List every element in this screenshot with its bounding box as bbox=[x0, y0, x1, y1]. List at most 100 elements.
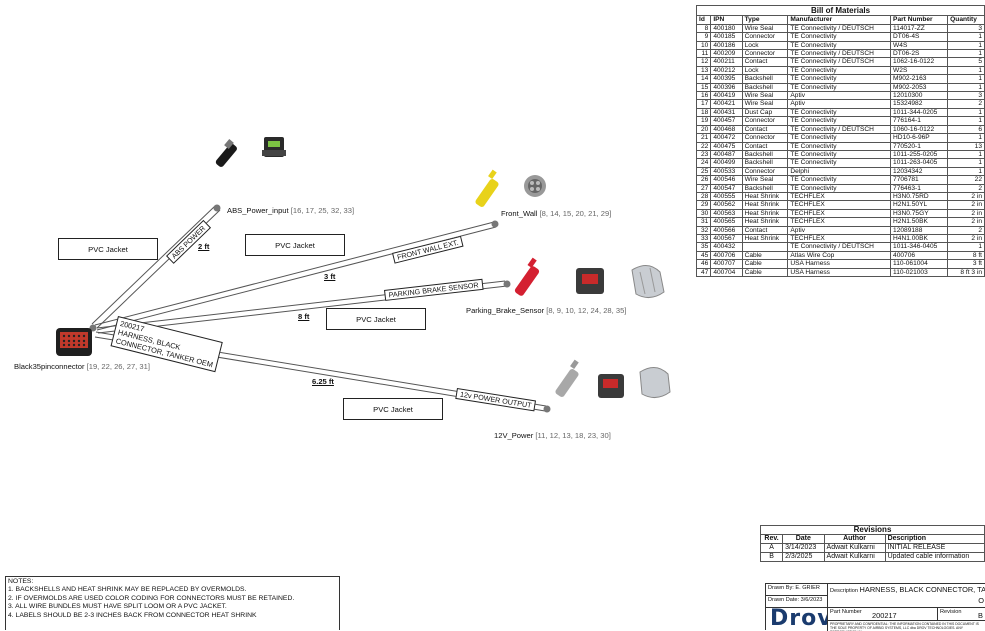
bom-cell: TECHFLEX bbox=[787, 233, 892, 244]
bom-cell: 400421 bbox=[710, 99, 743, 109]
bom-cell: Connector bbox=[741, 49, 789, 59]
bom-cell: 1 bbox=[947, 158, 985, 168]
bom-cell: TE Connectivity bbox=[787, 65, 892, 76]
bom-cell: Cable bbox=[741, 259, 789, 269]
bill-of-materials: Bill of Materials Id IPN Type Manufactur… bbox=[695, 4, 985, 278]
bom-cell: 400704 bbox=[710, 267, 743, 278]
bom-cell: 400212 bbox=[710, 65, 743, 76]
bom-cell: 8 ft 3 in bbox=[947, 267, 985, 278]
bom-cell: Contact bbox=[741, 124, 789, 135]
bom-cell: 1011-255-0205 bbox=[890, 149, 949, 160]
bom-cell: TECHFLEX bbox=[787, 200, 892, 210]
bom-cell: 9 bbox=[695, 32, 712, 42]
bom-cell: M902-2163 bbox=[890, 74, 949, 84]
bom-cell: 10 bbox=[695, 40, 712, 51]
bom-cell: W4S bbox=[890, 40, 949, 51]
bom-cell: Backshell bbox=[741, 149, 789, 160]
bom-cell: 12089188 bbox=[890, 225, 949, 235]
bom-cell: Connector bbox=[741, 166, 789, 177]
bom-cell: 30 bbox=[695, 208, 712, 219]
bom-cell: 2 bbox=[947, 99, 985, 109]
bom-cell: 8 ft bbox=[947, 250, 985, 261]
bom-cell: 25 bbox=[695, 166, 712, 177]
bom-cell: 2 bbox=[947, 183, 985, 193]
bom-header-cell: Id bbox=[695, 15, 712, 25]
bom-cell: 1 bbox=[947, 149, 985, 160]
bom-cell: 110-021003 bbox=[890, 267, 949, 278]
revision-cell: 3/14/2023 bbox=[782, 543, 825, 553]
bom-header-cell: Quantity bbox=[947, 15, 985, 25]
bom-cell: 12034342 bbox=[890, 166, 949, 177]
bom-cell: USA Harness bbox=[787, 267, 892, 278]
bom-cell: 2 in bbox=[947, 233, 985, 244]
bom-cell: TE Connectivity / DEUTSCH bbox=[787, 242, 892, 252]
bom-cell: 1 bbox=[947, 242, 985, 252]
pvc-jacket-box: PVC Jacket bbox=[326, 308, 426, 330]
description-value: HARNESS, BLACK CONNECTOR, TANK bbox=[859, 585, 985, 594]
bom-cell: 35 bbox=[695, 242, 712, 252]
bom-cell: 2 in bbox=[947, 191, 985, 202]
revision-cell: Adwait Kulkarni bbox=[823, 543, 886, 553]
connector-name: Black35pinconnector bbox=[14, 362, 85, 371]
bom-cell: TE Connectivity bbox=[787, 40, 892, 51]
revision-cell: A bbox=[759, 543, 784, 553]
bom-cell: TE Connectivity bbox=[787, 82, 892, 93]
bom-cell: 400475 bbox=[710, 141, 743, 151]
bom-cell: Aptiv bbox=[787, 91, 892, 101]
note-item: 2. IF OVERMOLDS ARE USED COLOR CODING FO… bbox=[8, 594, 295, 602]
part-number-value: 200217 bbox=[872, 611, 897, 620]
bom-cell: 19 bbox=[695, 116, 712, 126]
bom-cell: TECHFLEX bbox=[787, 191, 892, 202]
bom-header-cell: Type bbox=[741, 15, 789, 25]
bom-cell: TECHFLEX bbox=[787, 208, 892, 219]
revisions-header-cell: Rev. bbox=[759, 534, 784, 544]
bom-cell: TE Connectivity bbox=[787, 158, 892, 168]
connector-pins: [19, 22, 26, 27, 31] bbox=[86, 362, 150, 371]
bom-cell: 400468 bbox=[710, 124, 743, 135]
bom-cell: Backshell bbox=[741, 82, 789, 93]
bom-cell: H2N1.50YL bbox=[890, 200, 949, 210]
drawn-date: Drawn Date: 3/6/2023 bbox=[766, 596, 828, 608]
connector-name: ABS_Power_input bbox=[227, 206, 289, 215]
bom-cell: 16 bbox=[695, 91, 712, 101]
bom-cell: Wire Seal bbox=[741, 175, 789, 185]
bom-cell: 400567 bbox=[710, 233, 743, 244]
bom-cell: 5 bbox=[947, 57, 985, 67]
bom-cell: DT06-2S bbox=[890, 49, 949, 59]
bom-cell: Heat Shrink bbox=[741, 200, 789, 210]
distance-label: 8 ft bbox=[298, 312, 310, 321]
bom-cell: Backshell bbox=[741, 74, 789, 84]
revisions-table: Revisions Rev. Date Author Description A… bbox=[759, 525, 985, 562]
bom-cell: 29 bbox=[695, 200, 712, 210]
bom-cell: H2N1.50BK bbox=[890, 217, 949, 227]
bom-header-row: Id IPN Type Manufacturer Part Number Qua… bbox=[695, 15, 985, 25]
bom-cell: 400707 bbox=[710, 259, 743, 269]
bom-cell: TE Connectivity / DEUTSCH bbox=[787, 23, 892, 34]
bom-header-cell: Part Number bbox=[890, 15, 949, 25]
bom-cell: TECHFLEX bbox=[787, 217, 892, 227]
bom-cell: 12 bbox=[695, 57, 712, 67]
distance-label: 3 ft bbox=[324, 272, 336, 281]
bom-title: Bill of Materials bbox=[696, 4, 985, 17]
bom-cell: 3 ft bbox=[947, 259, 985, 269]
12v-power-label: 12V_Power [11, 12, 13, 18, 23, 30] bbox=[494, 431, 611, 440]
bom-cell: M902-2053 bbox=[890, 82, 949, 93]
bom-cell: 3 bbox=[947, 91, 985, 101]
bom-cell: 1 bbox=[947, 166, 985, 177]
black35pin-label: Black35pinconnector [19, 22, 26, 27, 31] bbox=[14, 362, 150, 371]
bom-cell: 17 bbox=[695, 99, 712, 109]
bom-cell: 14 bbox=[695, 74, 712, 84]
